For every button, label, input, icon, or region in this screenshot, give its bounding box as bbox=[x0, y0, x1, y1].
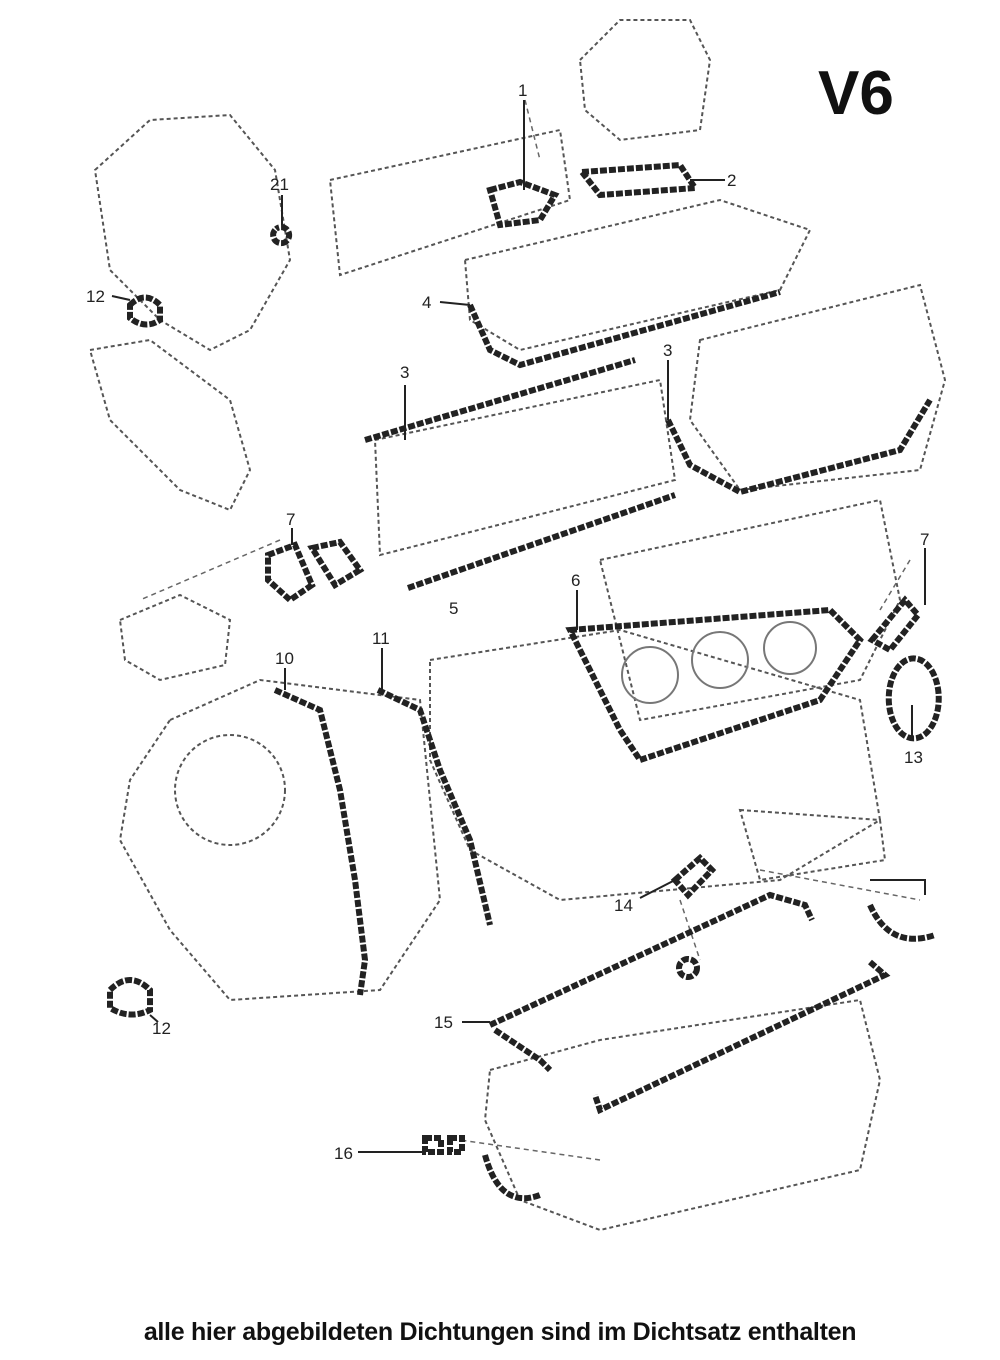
callout-2: 2 bbox=[727, 171, 736, 190]
oil-pan bbox=[483, 998, 882, 1232]
caption: alle hier abgebildeten Dichtungen sind i… bbox=[143, 1318, 857, 1346]
exhaust-gasket-left-b bbox=[307, 538, 365, 590]
callout-7-right: 7 bbox=[920, 530, 929, 549]
callout-10: 10 bbox=[275, 649, 294, 668]
callout-21: 21 bbox=[270, 175, 289, 194]
cylinder-head-left bbox=[373, 378, 677, 557]
callout-4: 4 bbox=[422, 293, 431, 312]
callout-13: 13 bbox=[904, 748, 923, 767]
exhaust-gasket-right bbox=[867, 595, 922, 654]
valve-cover-right bbox=[688, 283, 947, 492]
rear-main-seal-lower bbox=[482, 1154, 542, 1202]
callout-labels: 1 2 21 12 4 3 3 7 7 5 6 10 11 13 14 15 1… bbox=[86, 81, 929, 1163]
intake-gasket-lower bbox=[407, 492, 676, 591]
intake-manifold-gasket bbox=[467, 289, 781, 369]
timing-cover-gasket-10 bbox=[273, 687, 369, 996]
timing-cover bbox=[118, 678, 442, 1002]
callout-12-bottom: 12 bbox=[152, 1019, 171, 1038]
seal-21 bbox=[270, 224, 293, 247]
cylinder-head-right bbox=[598, 498, 902, 722]
valve-cover-gasket-right bbox=[665, 398, 933, 496]
head-gasket-bore bbox=[763, 621, 817, 675]
assembly-lines bbox=[139, 99, 921, 1161]
drain-plug bbox=[422, 1135, 444, 1155]
gaskets bbox=[107, 161, 942, 1202]
head-gasket-bore bbox=[621, 646, 679, 704]
carburetor-base-gasket bbox=[486, 178, 560, 229]
timing-cover-upper bbox=[93, 113, 292, 352]
callout-6: 6 bbox=[571, 571, 580, 590]
valve-cover-gasket-left bbox=[364, 357, 636, 443]
oil-pump-gasket bbox=[676, 956, 700, 980]
callout-1: 1 bbox=[518, 81, 527, 100]
engine-type-title: V6 bbox=[818, 59, 894, 128]
callout-3-right: 3 bbox=[663, 341, 672, 360]
seal-12-bottom bbox=[107, 977, 153, 1018]
drain-plug-washer bbox=[447, 1135, 465, 1155]
head-gasket-bore bbox=[691, 631, 749, 689]
carburetor bbox=[578, 19, 712, 142]
callout-11: 11 bbox=[372, 629, 390, 648]
exhaust-gasket-left-a bbox=[265, 541, 316, 604]
rear-main-seal bbox=[867, 903, 936, 942]
callout-12-top: 12 bbox=[86, 287, 105, 306]
engine-parts bbox=[88, 19, 947, 1232]
timing-cover-pulley bbox=[174, 734, 286, 846]
crank-seal-front bbox=[885, 655, 942, 742]
callout-7-left: 7 bbox=[286, 510, 295, 529]
timing-cover-gasket-11 bbox=[376, 687, 493, 926]
callout-15: 15 bbox=[434, 1013, 453, 1032]
exhaust-manifold bbox=[738, 808, 887, 882]
callout-14: 14 bbox=[614, 896, 633, 915]
callout-3-left: 3 bbox=[400, 363, 409, 382]
seal-12-top bbox=[127, 294, 163, 328]
carburetor-gasket bbox=[576, 161, 701, 199]
thermostat-housing bbox=[118, 593, 232, 682]
intake-manifold bbox=[463, 198, 812, 352]
exploded-engine-diagram: 1 2 21 12 4 3 3 7 7 5 6 10 11 13 14 15 1… bbox=[86, 19, 947, 1232]
head-gasket bbox=[565, 606, 864, 764]
valve-cover-left bbox=[328, 128, 572, 277]
water-outlet-gasket bbox=[670, 853, 717, 900]
oil-pan-gasket bbox=[488, 891, 891, 1115]
callout-16: 16 bbox=[334, 1144, 353, 1163]
callout-5: 5 bbox=[449, 599, 458, 618]
water-pump-bracket bbox=[88, 338, 252, 512]
engine-block bbox=[429, 628, 882, 902]
leader-lines bbox=[111, 100, 926, 1153]
